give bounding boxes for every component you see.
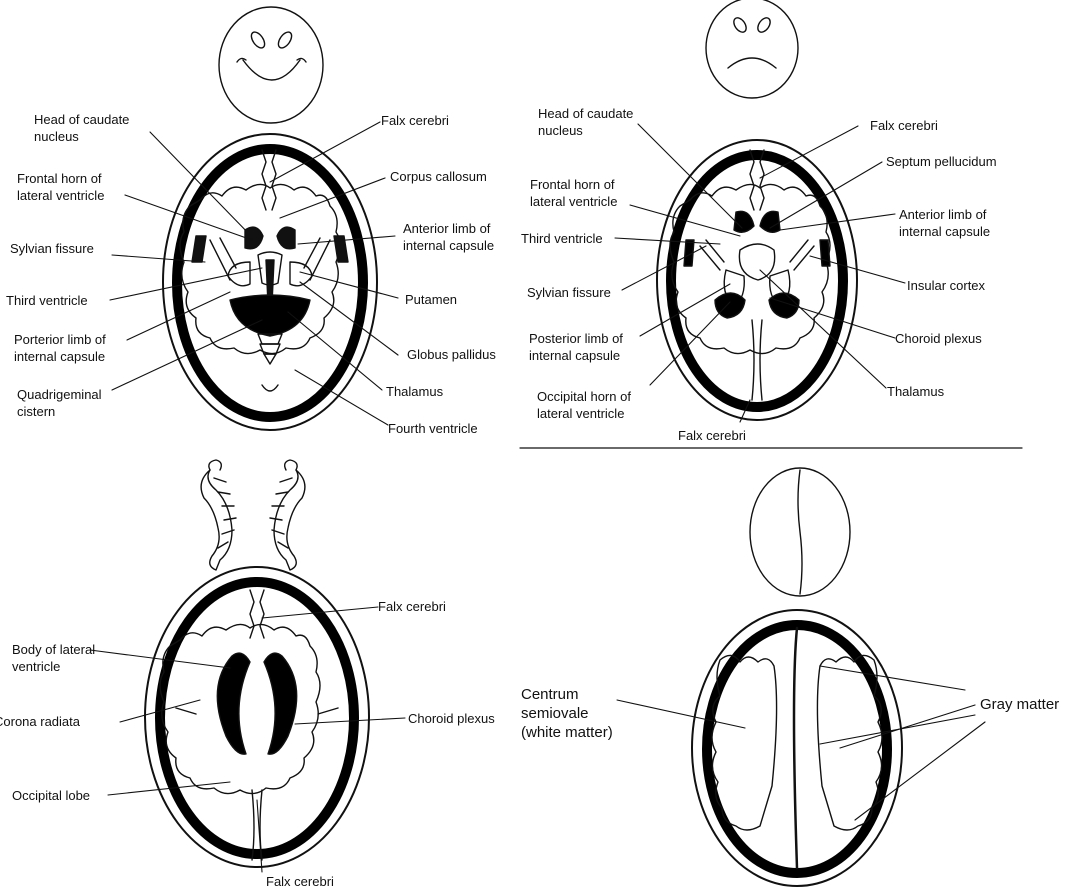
label-frontal-horn-lateral-ventricle: Frontal horn of lateral ventricle — [530, 176, 617, 210]
cerebral-hemispheres-top-view-icon — [750, 468, 850, 596]
label-head-of-caudate-nucleus: Head of caudate nucleus — [34, 111, 129, 145]
label-falx-cerebri: Falx cerebri — [378, 598, 446, 615]
label-corona-radiata: Corona radiata — [0, 713, 80, 730]
smiley-face-icon — [219, 7, 323, 123]
label-third-ventricle: Third ventricle — [6, 292, 88, 309]
sad-face-icon — [706, 0, 798, 98]
label-occipital-horn-lateral-ventricle: Occipital horn of lateral ventricle — [537, 388, 631, 422]
brain-section-body-of-ventricles-level — [145, 567, 369, 867]
top-left-leader-lines — [110, 122, 398, 425]
label-septum-pellucidum: Septum pellucidum — [886, 153, 997, 170]
brain-section-thalamus-level — [657, 140, 857, 420]
label-anterior-limb-internal-capsule: Anterior limb of internal capsule — [403, 220, 494, 254]
label-body-of-lateral-ventricle: Body of lateral ventricle — [12, 641, 95, 675]
label-choroid-plexus: Choroid plexus — [895, 330, 982, 347]
label-third-ventricle: Third ventricle — [521, 230, 603, 247]
label-centrum-semiovale: Centrum semiovale (white matter) — [521, 685, 613, 742]
lateral-ventricles-cast-icon — [201, 460, 305, 570]
label-sylvian-fissure: Sylvian fissure — [10, 240, 94, 257]
label-sylvian-fissure: Sylvian fissure — [527, 284, 611, 301]
bottom-right-leader-lines — [617, 666, 985, 820]
label-corpus-callosum: Corpus callosum — [390, 168, 487, 185]
label-posterior-limb-internal-capsule: Porterior limb of internal capsule — [14, 331, 106, 365]
label-head-of-caudate-nucleus: Head of caudate nucleus — [538, 105, 633, 139]
label-falx-cerebri-bottom: Falx cerebri — [678, 427, 746, 444]
label-quadrigeminal-cistern: Quadrigeminal cistern — [17, 386, 102, 420]
label-falx-cerebri-bottom: Falx cerebri — [266, 873, 334, 890]
label-falx-cerebri: Falx cerebri — [870, 117, 938, 134]
brain-section-centrum-semiovale-level — [692, 610, 902, 886]
label-thalamus: Thalamus — [887, 383, 944, 400]
label-falx-cerebri: Falx cerebri — [381, 112, 449, 129]
label-fourth-ventricle: Fourth ventricle — [388, 420, 478, 437]
label-thalamus: Thalamus — [386, 383, 443, 400]
label-occipital-lobe: Occipital lobe — [12, 787, 90, 804]
label-frontal-horn-lateral-ventricle: Frontal horn of lateral ventricle — [17, 170, 104, 204]
label-putamen: Putamen — [405, 291, 457, 308]
label-insular-cortex: Insular cortex — [907, 277, 985, 294]
label-globus-pallidus: Globus pallidus — [407, 346, 496, 363]
label-posterior-limb-internal-capsule: Posterior limb of internal capsule — [529, 330, 623, 364]
label-anterior-limb-internal-capsule: Anterior limb of internal capsule — [899, 206, 990, 240]
label-gray-matter: Gray matter — [980, 695, 1059, 714]
label-choroid-plexus: Choroid plexus — [408, 710, 495, 727]
